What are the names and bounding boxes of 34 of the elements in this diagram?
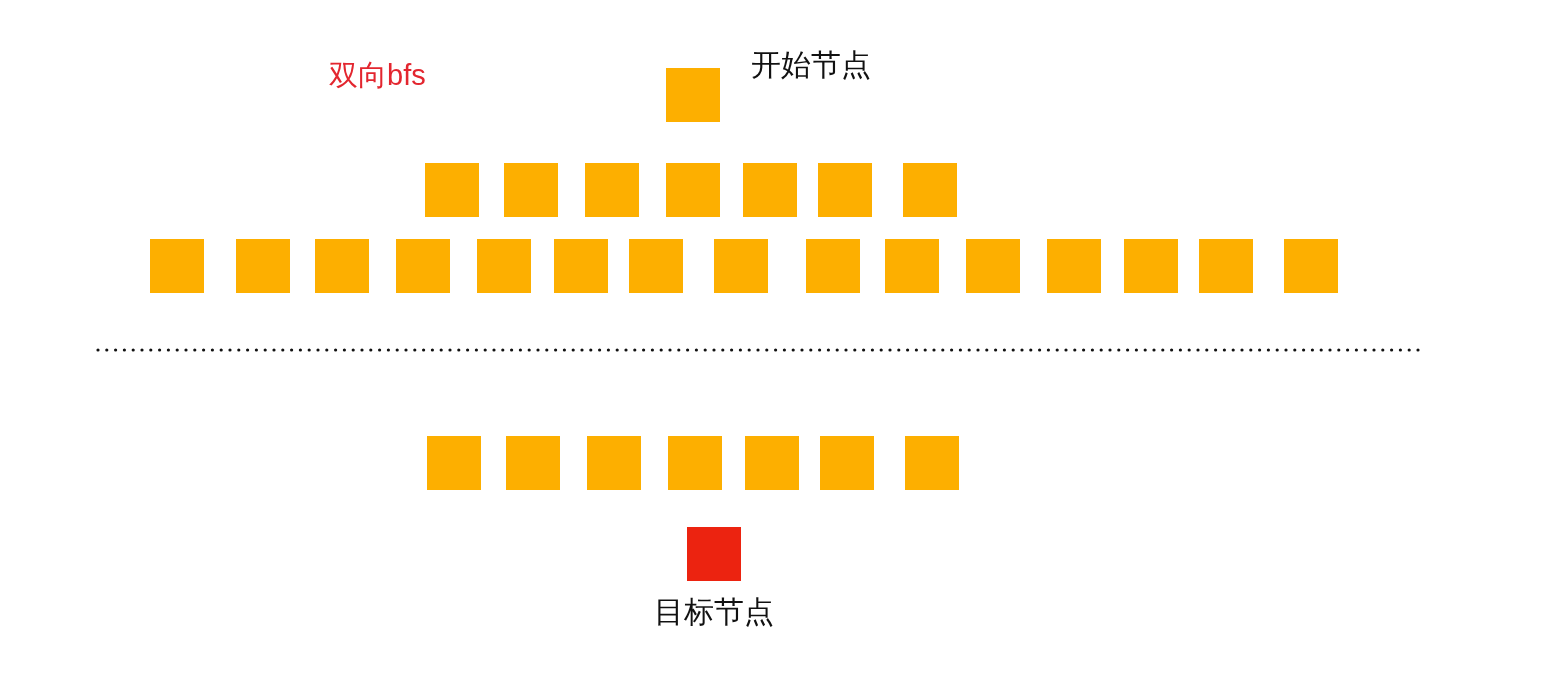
square — [587, 436, 641, 490]
square — [1199, 239, 1253, 293]
square — [504, 163, 558, 217]
square — [477, 239, 531, 293]
square — [236, 239, 290, 293]
square — [1047, 239, 1101, 293]
square — [629, 239, 683, 293]
node-caption: 目标节点 — [654, 594, 774, 630]
square — [905, 436, 959, 490]
square — [885, 239, 939, 293]
square — [903, 163, 957, 217]
square — [818, 163, 872, 217]
square — [1124, 239, 1178, 293]
square — [425, 163, 479, 217]
node-caption: 开始节点 — [751, 47, 871, 83]
square — [714, 239, 768, 293]
square — [806, 239, 860, 293]
square — [820, 436, 874, 490]
square — [668, 436, 722, 490]
square — [743, 163, 797, 217]
square — [666, 163, 720, 217]
square — [966, 239, 1020, 293]
square — [427, 436, 481, 490]
title: 双向bfs — [329, 58, 426, 93]
square — [585, 163, 639, 217]
square — [666, 68, 720, 122]
square — [554, 239, 608, 293]
square — [315, 239, 369, 293]
square — [745, 436, 799, 490]
square — [1284, 239, 1338, 293]
square — [396, 239, 450, 293]
square — [150, 239, 204, 293]
square — [506, 436, 560, 490]
square — [687, 527, 741, 581]
